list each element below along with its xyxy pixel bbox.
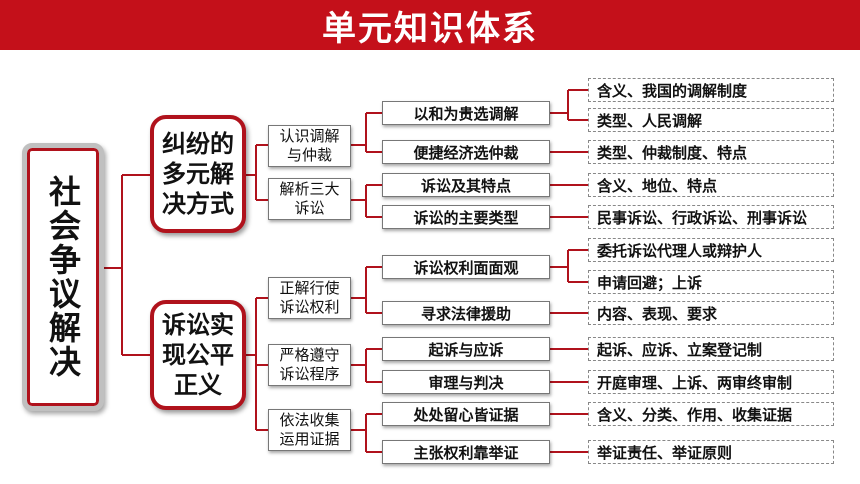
topic-node: 寻求法律援助 <box>382 301 550 325</box>
topic-label: 诉讼权利面面观 <box>413 258 519 277</box>
detail-node: 开庭审理、上诉、两审终审制 <box>588 370 834 394</box>
topic-node: 以和为贵选调解 <box>382 101 550 125</box>
connector-group-5 <box>351 413 382 453</box>
root-label: 社会争议解决 <box>44 175 82 379</box>
topic-label: 诉讼及其特点 <box>420 176 511 195</box>
detail-node: 起诉、应诉、立案登记制 <box>588 337 834 361</box>
topic-label: 主张权利靠举证 <box>413 443 519 462</box>
detail-label: 类型、仲裁制度、特点 <box>597 143 748 162</box>
topic-node: 诉讼的主要类型 <box>382 205 550 229</box>
group-node: 解析三大诉讼 <box>268 178 351 220</box>
topic-label: 以和为贵选调解 <box>413 104 519 123</box>
detail-label: 举证责任、举证原则 <box>597 443 733 462</box>
detail-node: 含义、我国的调解制度 <box>588 78 834 102</box>
topic-node: 审理与判决 <box>382 370 550 394</box>
group-label: 正解行使诉讼权利 <box>279 279 340 316</box>
topic-label: 诉讼的主要类型 <box>413 208 519 227</box>
root-node: 社会争议解决 <box>22 143 104 411</box>
branch-node: 诉讼实现公平正义 <box>150 300 246 410</box>
detail-node: 类型、人民调解 <box>588 108 834 132</box>
detail-label: 含义、地位、特点 <box>597 176 718 195</box>
connector-group-4 <box>351 348 382 383</box>
branch-label: 纠纷的多元解决方式 <box>162 130 234 218</box>
connector-topic-5 <box>550 249 588 283</box>
detail-node: 类型、仲裁制度、特点 <box>588 140 834 164</box>
group-node: 依法收集运用证据 <box>268 409 351 451</box>
connector-branch-2 <box>246 297 268 431</box>
detail-node: 民事诉讼、行政诉讼、刑事诉讼 <box>588 205 834 229</box>
topic-node: 起诉与应诉 <box>382 337 550 361</box>
detail-node: 含义、地位、特点 <box>588 173 834 197</box>
detail-node: 申请回避；上诉 <box>588 270 834 294</box>
topic-node: 处处留心皆证据 <box>382 402 550 426</box>
title-banner: 单元知识体系 <box>0 0 860 50</box>
topic-label: 处处留心皆证据 <box>413 405 519 424</box>
detail-label: 民事诉讼、行政诉讼、刑事诉讼 <box>597 208 808 227</box>
topic-node: 主张权利靠举证 <box>382 440 550 464</box>
detail-label: 起诉、应诉、立案登记制 <box>597 340 763 359</box>
detail-label: 申请回避；上诉 <box>597 273 703 292</box>
group-label: 认识调解与仲裁 <box>279 127 340 164</box>
detail-label: 类型、人民调解 <box>597 111 703 130</box>
detail-node: 含义、分类、作用、收集证据 <box>588 402 834 426</box>
topic-label: 起诉与应诉 <box>428 340 504 359</box>
detail-label: 开庭审理、上诉、两审终审制 <box>597 373 793 392</box>
group-node: 认识调解与仲裁 <box>268 125 351 167</box>
connector-topic-1 <box>550 89 588 121</box>
branch-node: 纠纷的多元解决方式 <box>150 115 246 233</box>
connector-group-3 <box>351 266 382 314</box>
detail-node: 内容、表现、要求 <box>588 301 834 325</box>
page-title: 单元知识体系 <box>322 8 538 49</box>
connector-group-1 <box>351 112 382 153</box>
topic-label: 审理与判决 <box>428 373 504 392</box>
group-node: 严格遵守诉讼程序 <box>268 344 351 386</box>
detail-node: 举证责任、举证原则 <box>588 440 834 464</box>
topic-label: 便捷经济选仲裁 <box>413 143 519 162</box>
connector-branch-1 <box>246 144 268 201</box>
topic-node: 便捷经济选仲裁 <box>382 140 550 164</box>
detail-label: 含义、我国的调解制度 <box>597 81 748 100</box>
detail-label: 含义、分类、作用、收集证据 <box>597 405 793 424</box>
detail-label: 内容、表现、要求 <box>597 304 718 323</box>
group-label: 解析三大诉讼 <box>279 180 340 217</box>
branch-label: 诉讼实现公平正义 <box>162 311 234 399</box>
topic-node: 诉讼及其特点 <box>382 173 550 197</box>
detail-node: 委托诉讼代理人或辩护人 <box>588 238 834 262</box>
topic-label: 寻求法律援助 <box>420 304 511 323</box>
group-label: 依法收集运用证据 <box>279 411 340 448</box>
detail-label: 委托诉讼代理人或辩护人 <box>597 241 763 260</box>
group-node: 正解行使诉讼权利 <box>268 277 351 319</box>
connector-group-2 <box>351 184 382 218</box>
topic-node: 诉讼权利面面观 <box>382 255 550 279</box>
connector-root <box>103 174 150 356</box>
group-label: 严格遵守诉讼程序 <box>279 346 340 383</box>
